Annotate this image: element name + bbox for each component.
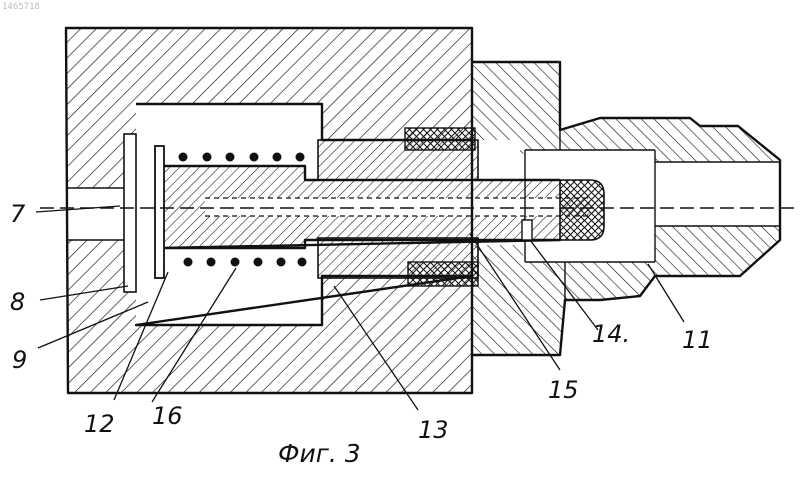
label-12: 12: [84, 410, 115, 438]
plunger-channel: [205, 198, 590, 216]
valve-head: [560, 180, 604, 240]
seal-lower: [408, 262, 478, 286]
label-15: 15: [548, 376, 579, 404]
ring-14: [522, 220, 532, 240]
figure-caption: Фиг. 3: [278, 439, 361, 468]
label-16: 16: [152, 402, 183, 430]
label-8: 8: [10, 288, 25, 316]
label-7: 7: [10, 200, 26, 228]
label-9: 9: [12, 346, 27, 374]
label-11: 11: [682, 326, 713, 354]
label-13: 13: [418, 416, 449, 444]
document-number: 1465718: [2, 2, 40, 12]
plate-8: [124, 134, 136, 292]
washer-12: [155, 146, 164, 278]
label-14: 14.: [592, 320, 630, 348]
seal-upper: [405, 128, 475, 150]
